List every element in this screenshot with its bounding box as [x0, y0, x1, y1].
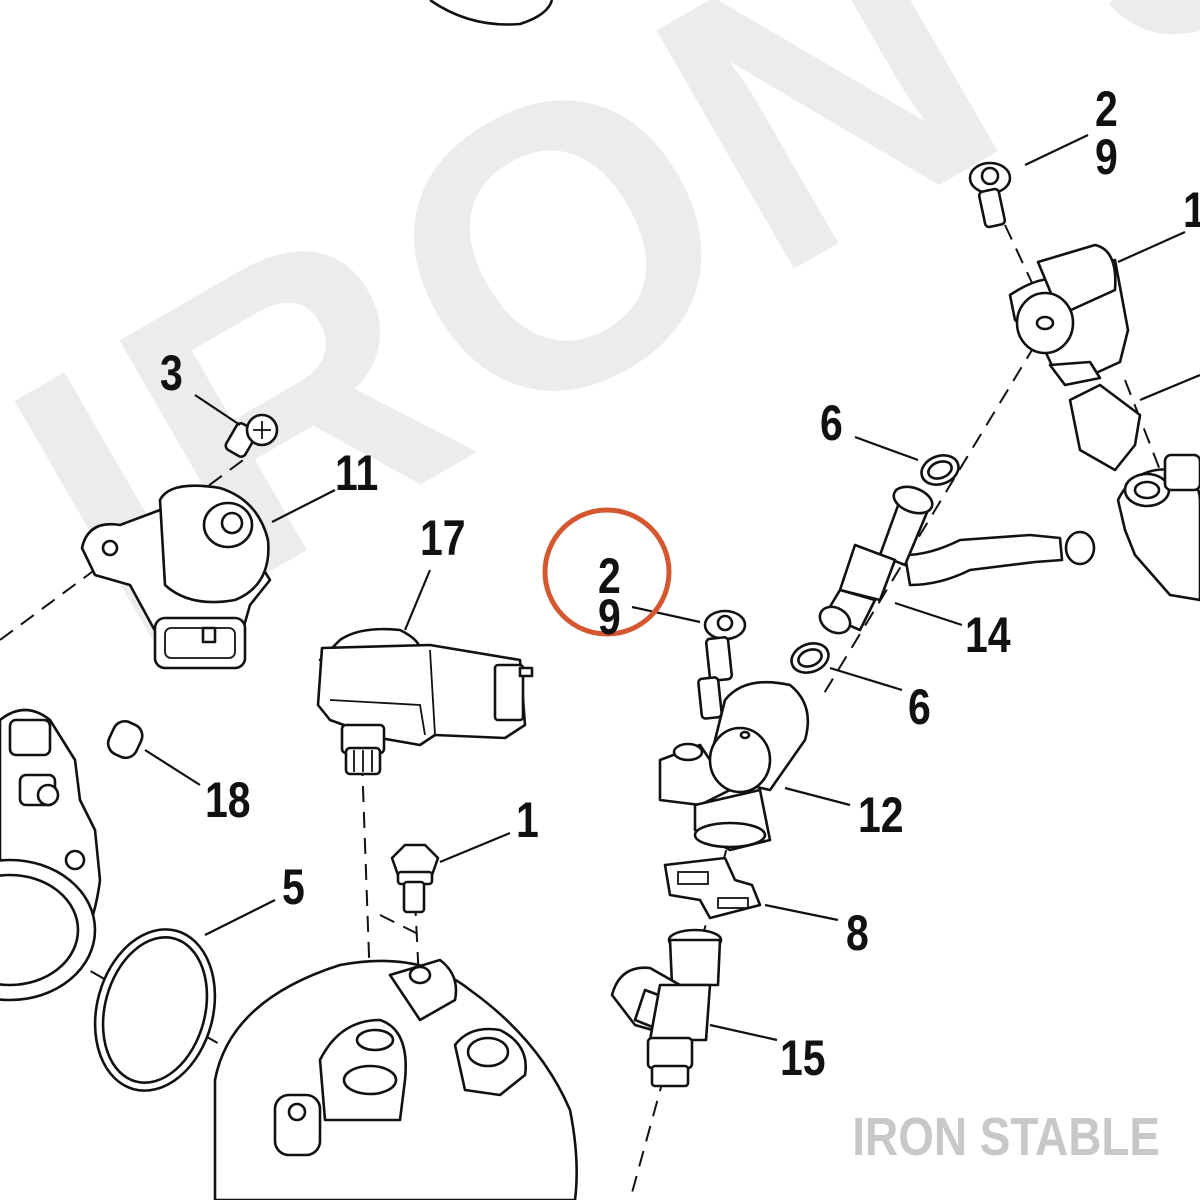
axis-fuel-line — [819, 344, 1036, 701]
callout-6-upper: 6 — [820, 395, 843, 451]
callout-1-top-right: 1 — [1183, 185, 1200, 235]
bolt-part-1 — [390, 843, 440, 914]
leader-5 — [204, 899, 276, 936]
injector-part-15 — [610, 928, 723, 1088]
callout-2-9-circled: 2 9 — [598, 548, 621, 645]
watermark-corner: IRON STABLE — [852, 1107, 1160, 1167]
map-sensor-part-17 — [316, 627, 534, 776]
callout-8: 8 — [846, 905, 869, 961]
injector-cup-top-right — [1008, 243, 1130, 387]
leader-2-9-top — [1024, 134, 1089, 166]
screw-part-3 — [224, 413, 279, 458]
throttle-body — [0, 708, 102, 1002]
fuel-line-part-14 — [818, 485, 1096, 635]
callout-6-lower: 6 — [908, 679, 931, 735]
callout-9-circled: 9 — [598, 589, 621, 645]
callout-15: 15 — [780, 1030, 826, 1086]
leader-8 — [764, 903, 839, 922]
callout-1-mid: 1 — [516, 792, 539, 848]
callout-18: 18 — [205, 772, 251, 828]
axis-right-injector — [1124, 379, 1161, 471]
leader-14 — [894, 601, 963, 627]
highlight-circle — [542, 507, 672, 637]
axis-bolt-1-cross — [379, 914, 421, 936]
callout-5: 5 — [282, 859, 305, 915]
callout-3: 3 — [160, 345, 183, 401]
leader-18 — [144, 749, 201, 786]
leader-3 — [194, 394, 241, 426]
callout-2-9-top: 2 9 — [1095, 81, 1118, 185]
axis-map-sensor — [361, 759, 373, 1041]
upper-part-fragment — [429, 0, 554, 26]
o-ring-part-6-upper — [920, 454, 960, 486]
leader-2-9-circled — [631, 605, 701, 624]
axis-top-screw — [1004, 224, 1041, 301]
callout-17: 17 — [420, 510, 466, 566]
callout-9-top: 9 — [1095, 128, 1118, 185]
intake-manifold — [213, 958, 578, 1200]
leader-right-clip — [1139, 373, 1200, 402]
leader-lines — [144, 134, 1200, 1042]
screw-part-2-9-top — [968, 161, 1012, 229]
leader-6-upper — [854, 435, 919, 462]
callout-14: 14 — [965, 607, 1011, 663]
leader-15 — [709, 1023, 778, 1042]
o-ring-part-6-lower — [790, 642, 830, 674]
leader-1-top-right — [1117, 230, 1186, 264]
leader-17 — [403, 569, 432, 631]
screw-part-2-9-circled — [697, 609, 747, 720]
cap-part-18 — [106, 719, 144, 760]
callout-2-top: 2 — [1095, 81, 1118, 137]
callout-11: 11 — [335, 445, 379, 501]
injector-cup-part-12 — [658, 680, 810, 852]
callout-2-circled: 2 — [598, 548, 621, 604]
callout-12: 12 — [858, 787, 904, 843]
leader-11 — [271, 489, 336, 523]
leader-1-mid — [439, 831, 511, 864]
gasket-part-5 — [93, 928, 217, 1092]
leader-12 — [784, 786, 851, 807]
clip-part-8 — [663, 856, 762, 920]
leader-6-lower — [829, 666, 903, 692]
axis-lower-injector — [629, 799, 741, 1200]
clip-and-injector-right — [1068, 383, 1200, 602]
pressure-regulator-part-11 — [80, 484, 272, 670]
